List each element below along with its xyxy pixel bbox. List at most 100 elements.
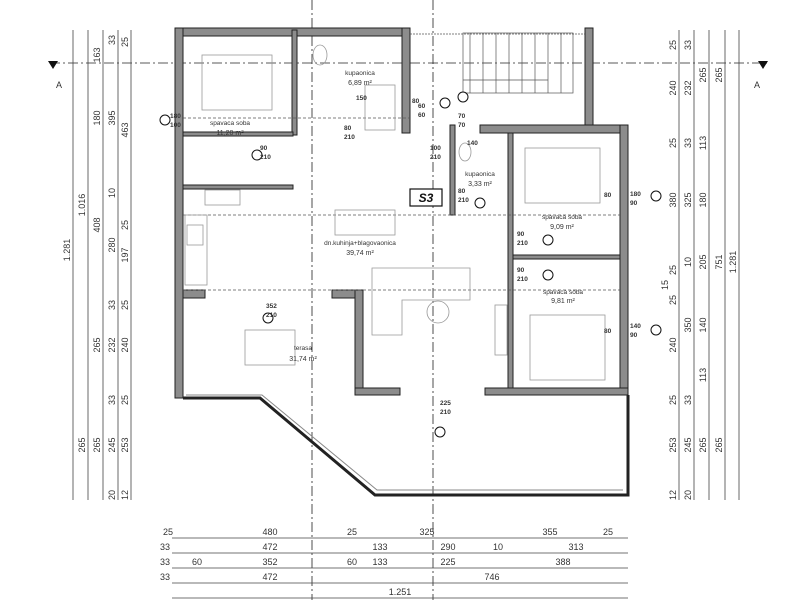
dimension-value: 265 — [77, 437, 87, 452]
room-area: 9,81 m² — [551, 298, 575, 305]
dimension-value: 20 — [107, 490, 117, 500]
terrace-table-icon — [244, 329, 296, 366]
dimension-value: 480 — [262, 527, 277, 537]
dimension-value: 25 — [668, 295, 678, 305]
dimension-value: 180 — [698, 192, 708, 207]
opening-tag: 140 — [467, 140, 478, 147]
dimension-lines: 1.2811.016265163180408265265333951028033… — [62, 30, 740, 599]
opening-width: 140 — [467, 140, 478, 147]
dimension-value: 205 — [698, 254, 708, 269]
dimension-value: 25 — [120, 220, 130, 230]
opening-tag: 80 — [604, 192, 612, 199]
dimension-value: 12 — [120, 490, 130, 500]
opening-height: 60 — [418, 112, 426, 119]
toilet-icon — [312, 44, 328, 66]
opening-width: 60 — [418, 103, 426, 110]
opening-width: 80 — [344, 125, 352, 132]
unit-label: S3 — [419, 191, 434, 205]
dimension-value: 25 — [668, 395, 678, 405]
dashed-lines — [183, 117, 620, 291]
dimension-value: 253 — [120, 437, 130, 452]
bed-icon — [529, 314, 606, 381]
opening-width: 180 — [630, 191, 641, 198]
dimension-value: 472 — [262, 542, 277, 552]
unit-tag — [409, 188, 443, 207]
dimension-value: 463 — [120, 122, 130, 137]
terrace-outline — [183, 395, 630, 497]
opening-width: 225 — [440, 400, 451, 407]
opening-marker-icon — [159, 114, 171, 126]
walls — [174, 27, 629, 399]
room-area: 6,89 m² — [348, 80, 372, 87]
opening-marker-icon — [457, 91, 469, 103]
opening-height: 210 — [517, 276, 528, 283]
dimension-value: 33 — [107, 300, 117, 310]
dimension-value: 15 — [660, 280, 670, 290]
opening-width: 80 — [604, 328, 612, 335]
dimension-value: 265 — [698, 437, 708, 452]
opening-marker-icon — [262, 312, 274, 324]
dimension-value: 180 — [92, 110, 102, 125]
opening-height: 100 — [170, 122, 181, 129]
room-area: 31,74 m² — [289, 356, 317, 363]
dimension-value: 25 — [120, 37, 130, 47]
dimension-value: 10 — [107, 188, 117, 198]
room-area: 3,33 m² — [468, 181, 492, 188]
dimension-value: 751 — [714, 254, 724, 269]
dimension-value: 113 — [698, 136, 708, 150]
dimension-value: 245 — [107, 437, 117, 452]
dimension-value: 33 — [683, 395, 693, 405]
section-label: A — [754, 80, 760, 90]
opening-height: 210 — [266, 312, 277, 319]
dimension-value: 280 — [107, 237, 117, 252]
opening-width: 80 — [412, 98, 420, 105]
opening-width: 100 — [430, 145, 441, 152]
opening-marker-icon — [650, 190, 662, 202]
room-name: dn.kuhinja+blagovaonica — [324, 240, 396, 247]
opening-width: 140 — [630, 323, 641, 330]
dimension-value: 133 — [372, 557, 387, 567]
dimension-value: 10 — [493, 542, 503, 552]
opening-marker-icon — [542, 234, 554, 246]
opening-marker-icon — [542, 269, 554, 281]
dimension-value: 25 — [120, 300, 130, 310]
opening-marker-icon — [474, 197, 486, 209]
dimension-value: 1.281 — [62, 239, 72, 262]
opening-width: 180 — [170, 113, 181, 120]
dimension-value: 25 — [163, 527, 173, 537]
dimension-value: 408 — [92, 217, 102, 232]
opening-height: 210 — [344, 134, 355, 141]
dimension-value: 746 — [484, 572, 499, 582]
dimension-value: 33 — [107, 395, 117, 405]
room-area: 11,20 m² — [216, 130, 244, 137]
dimension-value: 25 — [603, 527, 613, 537]
dimension-value: 265 — [92, 337, 102, 352]
dimension-value: 33 — [683, 40, 693, 50]
dimension-value: 33 — [683, 138, 693, 148]
opening-marker-icon — [251, 149, 263, 161]
dimension-value: 60 — [192, 557, 202, 567]
opening-height: 90 — [630, 200, 638, 207]
dimension-value: 10 — [683, 257, 693, 267]
opening-marker-icon — [434, 426, 446, 438]
dimension-value: 290 — [440, 542, 455, 552]
bed-icon — [524, 147, 601, 204]
dimension-value: 265 — [92, 437, 102, 452]
dimension-value: 380 — [668, 192, 678, 207]
opening-height: 70 — [458, 122, 466, 129]
room-name: kupaonica — [465, 171, 495, 178]
coffee-table-icon — [426, 300, 450, 324]
dimension-value: 265 — [714, 67, 724, 82]
opening-height: 90 — [630, 332, 638, 339]
dimension-value: 60 — [347, 557, 357, 567]
